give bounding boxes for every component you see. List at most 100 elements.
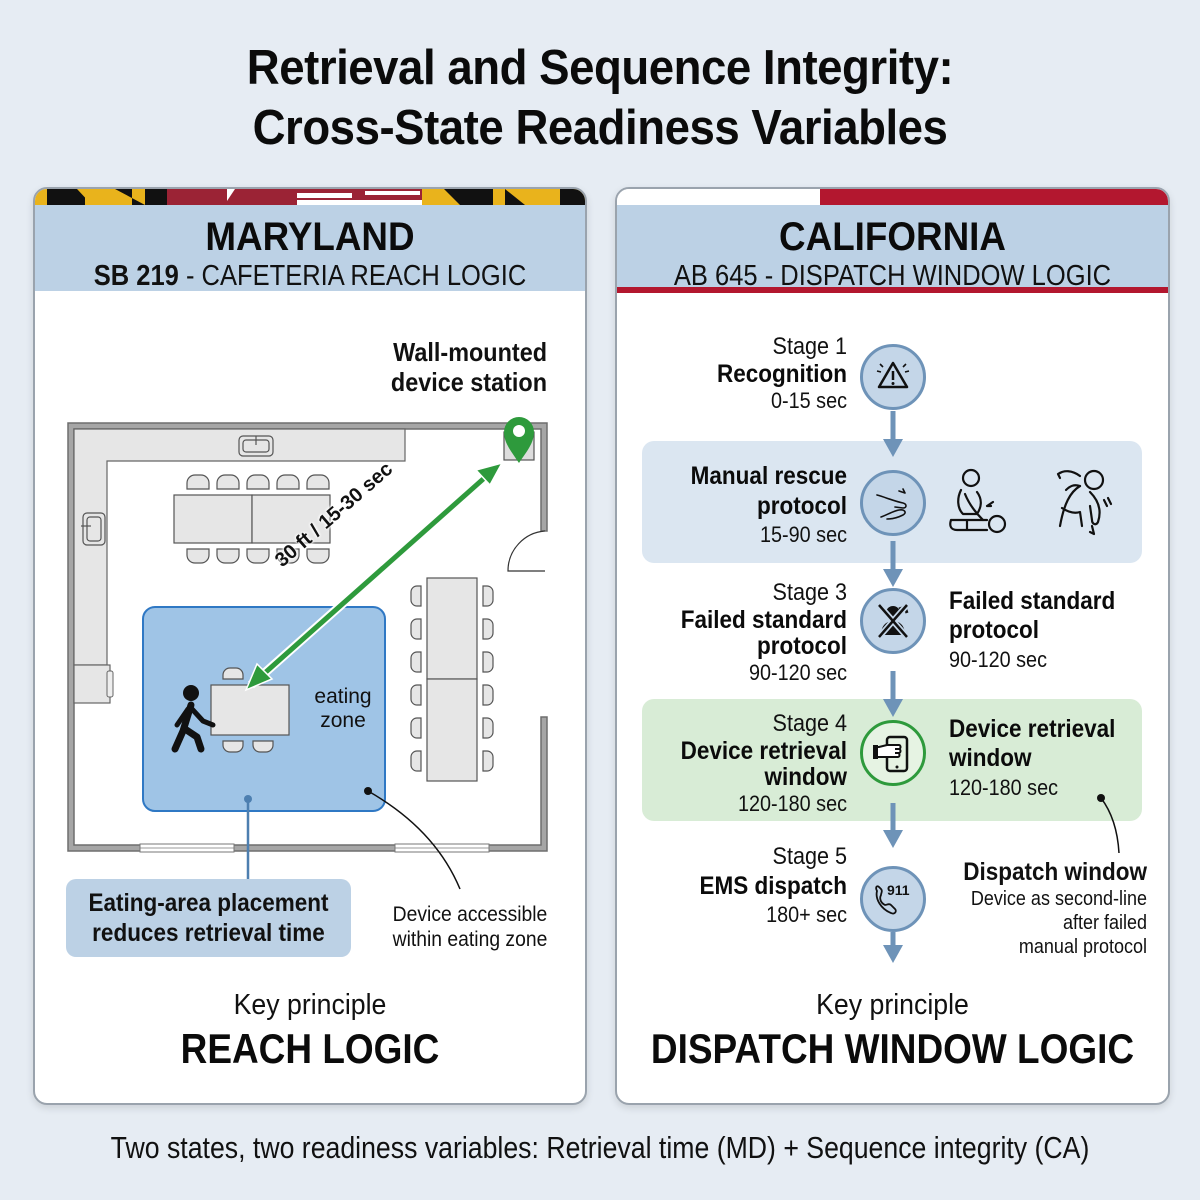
hand-device-icon [873,735,909,773]
callout-connector-zone [244,795,252,881]
stage-2-label: Manual rescue protocol 15-90 sec [640,461,847,549]
stage-4-label: Stage 4 Device retrieval window 120-180 … [640,710,847,818]
dispatch-note-line-2: after failed [1062,912,1147,934]
dispatch-connector [1097,794,1120,854]
bill-separator: - [178,260,202,292]
station-label-line-2: device station [390,367,547,397]
stage-3-right-label: Failed standard protocol 90-120 sec [949,587,1129,674]
bill-line-maryland: SB 219 - CAFETERIA REACH LOGIC [68,260,552,292]
key-principle-value: REACH LOGIC [180,1025,440,1072]
callout-eating-area-placement: Eating-area placement reduces retrieval … [66,879,351,957]
key-principle-value: DISPATCH WINDOW LOGIC [650,1025,1135,1072]
warning-icon [876,361,910,389]
stage-name-line-1: Manual rescue [690,462,847,490]
counter-appliance [73,664,111,704]
state-name-maryland: MARYLAND [205,215,415,259]
eating-zone-table [210,667,290,753]
chairs-right [410,585,494,772]
stage-3-node [860,588,926,654]
dispatch-note-line-3: manual protocol [1018,936,1147,958]
right-time: 120-180 sec [949,775,1058,800]
callout-device-accessible: Device accessible within eating zone [378,902,562,952]
table-top [173,494,331,544]
state-name-california: CALIFORNIA [779,215,1006,259]
distance-arrow [244,461,504,692]
hands-icon [876,488,907,520]
stage-3-label: Stage 3 Failed standard protocol 90-120 … [640,579,847,687]
maryland-card: MARYLAND SB 219 - CAFETERIA REACH LOGIC [33,187,587,1105]
stage-time: 90-120 sec [749,660,847,685]
dispatch-note-line-1: Device as second-line [970,888,1147,910]
stage-name-line-1: Failed standard [680,606,847,634]
maryland-flag-bar [35,189,585,205]
door [507,530,546,572]
device-station-label: Wall-mounted device station [356,337,547,397]
bill-separator: - [757,260,781,292]
dispatch-window-title: Dispatch window [963,858,1147,886]
stage-4-node [860,720,926,786]
station-label-line-1: Wall-mounted [393,337,547,367]
right-time: 90-120 sec [949,647,1047,672]
california-card: CALIFORNIA AB 645 - DISPATCH WINDOW LOGI… [615,187,1170,1105]
cpr-icon [949,468,1007,534]
sink-icon [81,512,106,546]
bill-number: SB 219 [93,260,179,292]
windows [139,843,490,853]
stage-name-line-1: Device retrieval [680,737,847,765]
stage-flow-line [883,411,903,963]
right-name-line-2: window [949,744,1032,772]
right-name-line-2: protocol [949,616,1039,644]
bill-topic: DISPATCH WINDOW LOGIC [780,260,1112,292]
california-flag-bar [617,189,1168,205]
bill-line-california: AB 645 - DISPATCH WINDOW LOGIC [650,260,1135,292]
callout-box-line-1: Eating-area placement [88,889,329,917]
callout-note-line-1: Device accessible [392,903,548,926]
california-header: CALIFORNIA AB 645 - DISPATCH WINDOW LOGI… [617,205,1168,293]
callout-note-line-2: within eating zone [392,928,548,951]
key-principle-label: Key principle [233,989,387,1021]
phone-911-text: 911 [887,882,910,898]
person-walking-icon [171,685,216,753]
zone-label-line-1: eating [314,685,372,708]
room-walls [67,422,548,852]
stage-1-label: Stage 1 Recognition 0-15 sec [640,333,847,415]
stage-name: Recognition [717,360,847,388]
zone-label-line-2: zone [320,709,366,732]
bill-topic: CAFETERIA REACH LOGIC [201,260,527,292]
title-line-1: Retrieval and Sequence Integrity: [246,41,954,95]
callout-box-line-2: reduces retrieval time [92,919,325,947]
table-right [426,577,478,782]
stage-time: 180+ sec [766,902,847,927]
stage-4-right-label: Device retrieval window 120-180 sec [949,715,1129,802]
title-line-2: Cross-State Readiness Variables [252,101,948,155]
stage-name: EMS dispatch [699,872,847,900]
page-title: Retrieval and Sequence Integrity: Cross-… [42,38,1158,158]
maryland-header: MARYLAND SB 219 - CAFETERIA REACH LOGIC [35,205,585,292]
stage-time: 120-180 sec [738,791,847,816]
back-blow-icon [1056,469,1113,536]
stage-2-node [860,470,926,536]
stage-1-node [860,344,926,410]
right-name-line-1: Device retrieval [949,715,1116,743]
callout-connector-note [364,787,461,890]
location-pin-icon [504,417,534,463]
crossed-person-icon [876,603,910,639]
stage-time: 0-15 sec [771,388,847,413]
stage-time: 15-90 sec [760,522,847,547]
stage-name-line-2: window [764,763,847,791]
footer-summary: Two states, two readiness variables: Ret… [110,1130,1090,1165]
stage-name-line-2: protocol [757,492,847,520]
key-principle-label: Key principle [816,989,969,1021]
stage-number: Stage 3 [772,579,847,606]
chairs-top [186,474,330,564]
sink-icon [238,435,274,457]
eating-zone-label: eating zone [303,685,383,733]
right-name-line-1: Failed standard [949,587,1116,615]
stage-number: Stage 5 [772,843,847,870]
stage-number: Stage 1 [772,333,847,360]
stage-name-line-2: protocol [757,632,847,660]
bill-number: AB 645 [673,260,758,292]
cafeteria-floorplan [67,417,548,890]
stage-5-right-label: Dispatch window Device as second-line af… [937,857,1147,959]
stage-5-label: Stage 5 EMS dispatch 180+ sec [640,843,847,929]
